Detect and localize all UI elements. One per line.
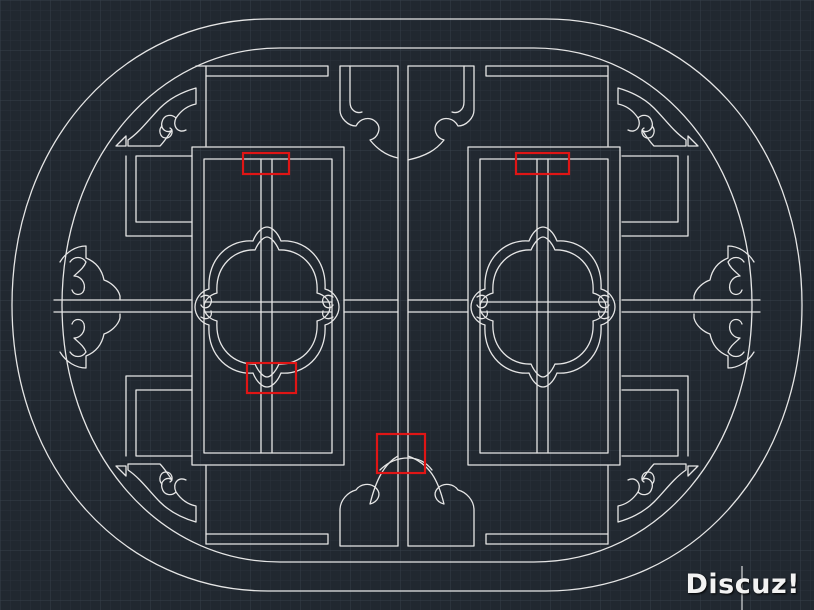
highlight-box-mid-left[interactable]: [245, 361, 298, 395]
highlight-box-top-right[interactable]: [514, 151, 571, 176]
highlight-box-top-left[interactable]: [241, 151, 291, 176]
selection-highlights: [241, 151, 571, 475]
window-drawing: [11, 18, 803, 592]
highlight-box-center-bottom[interactable]: [375, 432, 427, 475]
outer-frame: [11, 18, 803, 592]
watermark-logo: Discuz!: [685, 569, 800, 600]
inner-frame: [61, 47, 753, 563]
